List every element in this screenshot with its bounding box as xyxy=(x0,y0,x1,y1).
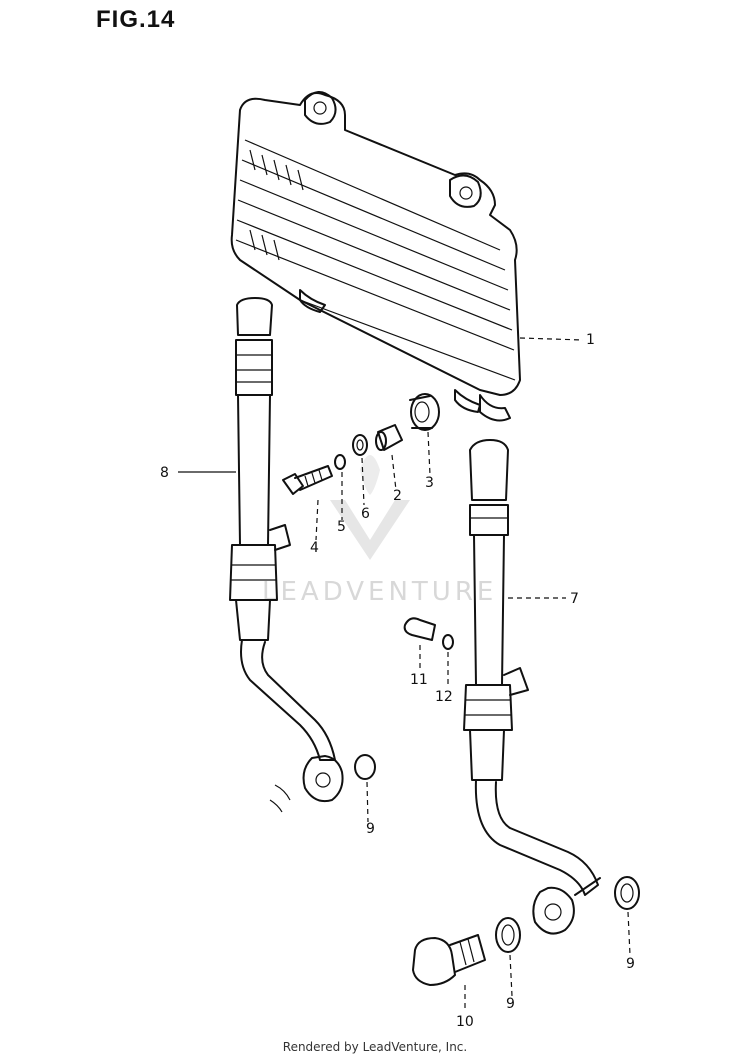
callout-9-left: 9 xyxy=(366,821,375,837)
callout-5: 5 xyxy=(337,519,346,535)
callout-11: 11 xyxy=(410,672,428,688)
callout-3: 3 xyxy=(425,475,434,491)
figure-title: FIG.14 xyxy=(96,6,176,33)
oil-cooler-part[interactable] xyxy=(230,91,521,422)
washer-part-12[interactable] xyxy=(442,634,454,650)
watermark-text: LEADVENTURE xyxy=(262,577,497,607)
grommet-part-3[interactable] xyxy=(409,393,440,431)
callout-4: 4 xyxy=(310,540,319,556)
callout-2: 2 xyxy=(393,488,402,504)
bolt-part-4[interactable] xyxy=(282,465,333,495)
washer-part-9-left[interactable] xyxy=(269,754,376,813)
callout-12: 12 xyxy=(435,689,453,705)
washer-part-5[interactable] xyxy=(334,454,346,470)
washer-part-6[interactable] xyxy=(352,434,368,456)
callout-9-right: 9 xyxy=(626,956,635,972)
watermark-logo-icon xyxy=(330,455,410,560)
washer-part-9-bottom[interactable] xyxy=(495,917,521,953)
washer-part-9-right[interactable] xyxy=(614,876,640,910)
callout-7: 7 xyxy=(570,591,579,607)
leader-lines xyxy=(178,337,631,1012)
hose-right-part[interactable] xyxy=(463,439,601,935)
footer-credit: Rendered by LeadVenture, Inc. xyxy=(282,1040,468,1054)
collar-part-2[interactable] xyxy=(375,424,403,451)
hose-left-part[interactable] xyxy=(229,297,344,803)
callout-6: 6 xyxy=(361,506,370,522)
callout-9-bottom: 9 xyxy=(506,996,515,1012)
callout-8: 8 xyxy=(160,465,169,481)
callout-10: 10 xyxy=(456,1014,474,1030)
callout-1: 1 xyxy=(586,332,595,348)
union-bolt-part-10[interactable] xyxy=(412,934,486,986)
clamp-part-11[interactable] xyxy=(403,617,436,641)
